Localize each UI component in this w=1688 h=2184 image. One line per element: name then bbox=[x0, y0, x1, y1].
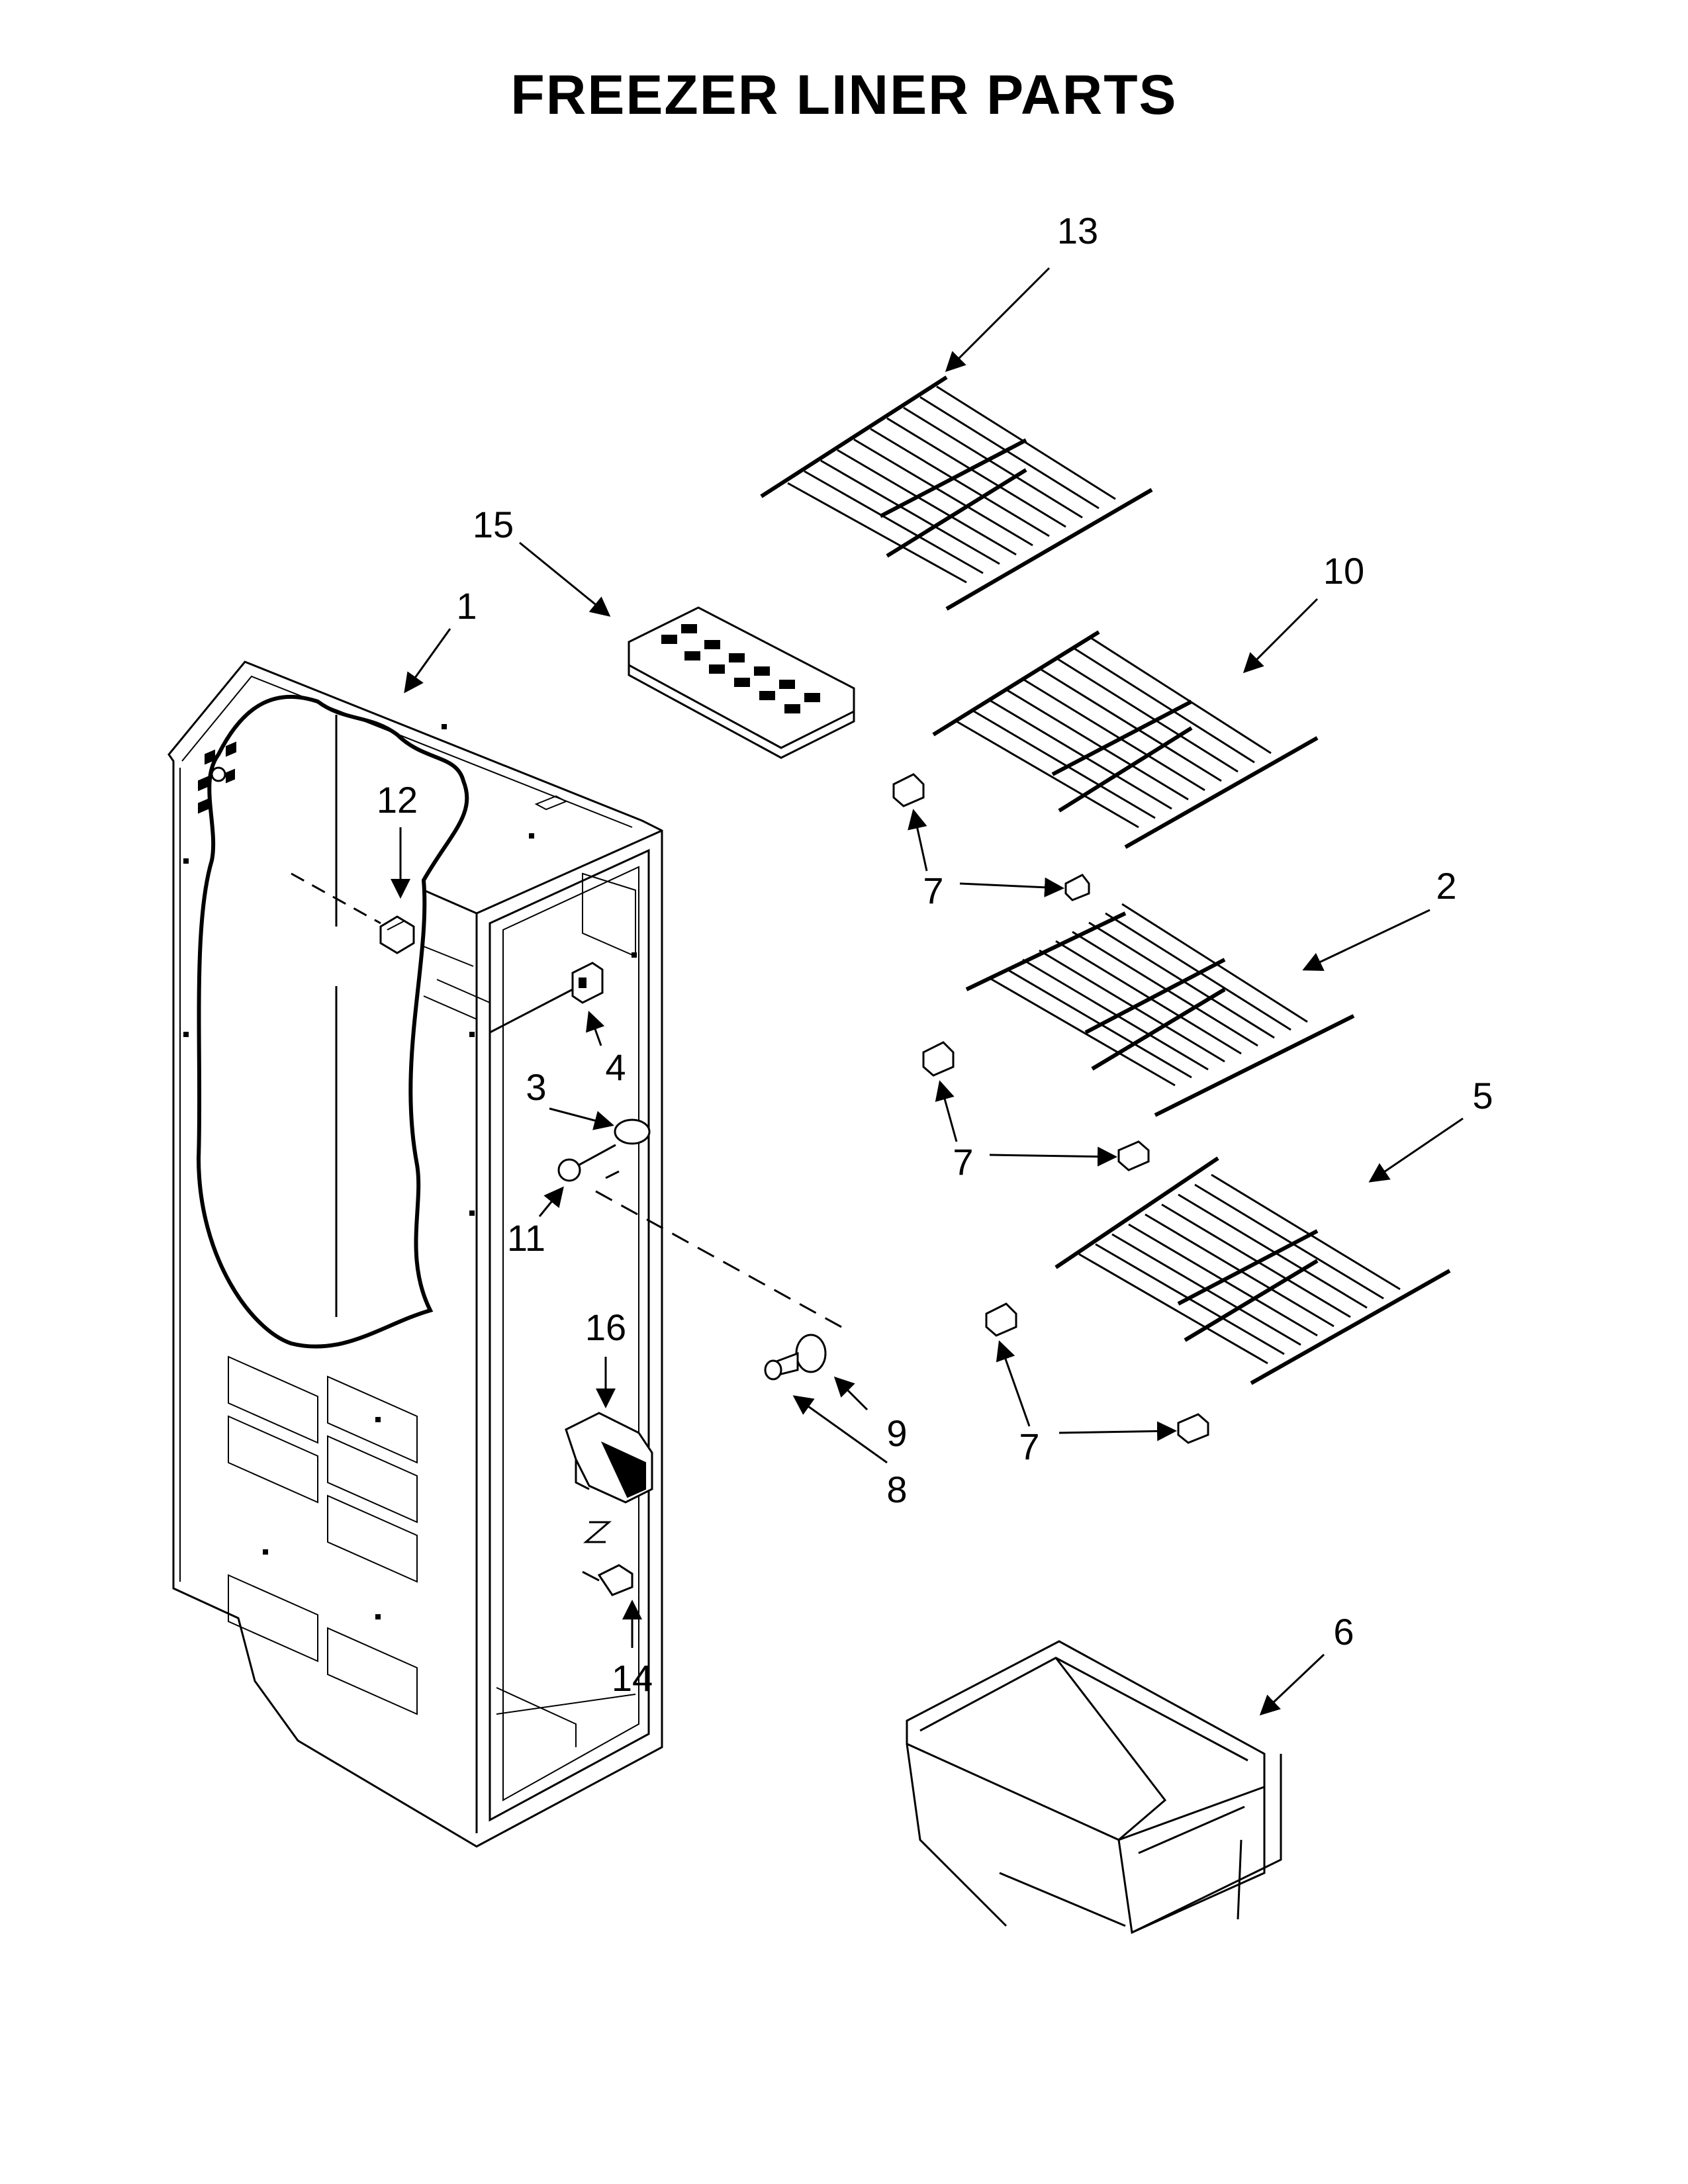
callout-11: 11 bbox=[507, 1217, 545, 1259]
callout-13: 13 bbox=[1057, 210, 1098, 251]
clip-12[interactable] bbox=[379, 915, 415, 954]
callout-2: 2 bbox=[1436, 865, 1456, 907]
callout-15: 15 bbox=[473, 504, 514, 545]
stud-8[interactable] bbox=[764, 1334, 827, 1381]
callout-14: 14 bbox=[612, 1657, 653, 1699]
callout-7c: 7 bbox=[1019, 1426, 1039, 1467]
storage-bin[interactable] bbox=[906, 1640, 1282, 1934]
shelf-support-7a[interactable] bbox=[892, 773, 925, 807]
callout-6: 6 bbox=[1333, 1611, 1354, 1653]
shelf-wire-2[interactable] bbox=[965, 903, 1355, 1117]
callout-12: 12 bbox=[377, 779, 418, 821]
callout-4: 4 bbox=[605, 1046, 626, 1088]
bracket-4[interactable] bbox=[571, 962, 604, 1004]
pin-small bbox=[605, 1170, 620, 1179]
callout-9: 9 bbox=[886, 1412, 907, 1454]
shelf-wire-13[interactable] bbox=[760, 375, 1153, 611]
shelf-support-7f[interactable] bbox=[1177, 1413, 1209, 1444]
callout-7b: 7 bbox=[953, 1141, 973, 1183]
leader-arrows bbox=[391, 267, 1464, 1716]
cover-16[interactable] bbox=[565, 1412, 653, 1543]
dashed-guide-12 bbox=[291, 872, 381, 925]
screw-14[interactable] bbox=[582, 1564, 633, 1596]
shelf-support-7b[interactable] bbox=[1064, 874, 1090, 901]
shelf-support-7c[interactable] bbox=[922, 1041, 955, 1077]
ice-tray[interactable] bbox=[628, 606, 855, 759]
shelf-wire-10[interactable] bbox=[932, 630, 1319, 849]
shelf-wire-5[interactable] bbox=[1055, 1156, 1451, 1385]
screw-11[interactable] bbox=[557, 1144, 616, 1182]
callout-1: 1 bbox=[456, 585, 477, 627]
dashed-guide-8 bbox=[595, 1190, 848, 1332]
diagram-title: FREEZER LINER PARTS bbox=[510, 64, 1178, 126]
callout-16: 16 bbox=[585, 1306, 626, 1348]
callout-8: 8 bbox=[886, 1469, 907, 1510]
cap-3[interactable] bbox=[614, 1118, 651, 1145]
callout-7a: 7 bbox=[923, 870, 943, 911]
callout-5: 5 bbox=[1472, 1075, 1493, 1116]
callout-3: 3 bbox=[526, 1066, 546, 1108]
shelf-support-7d[interactable] bbox=[1117, 1140, 1150, 1171]
callout-10: 10 bbox=[1323, 550, 1364, 592]
freezer-liner[interactable] bbox=[167, 660, 663, 1848]
shelf-support-7e[interactable] bbox=[985, 1302, 1017, 1337]
guide-4 bbox=[489, 988, 573, 1034]
